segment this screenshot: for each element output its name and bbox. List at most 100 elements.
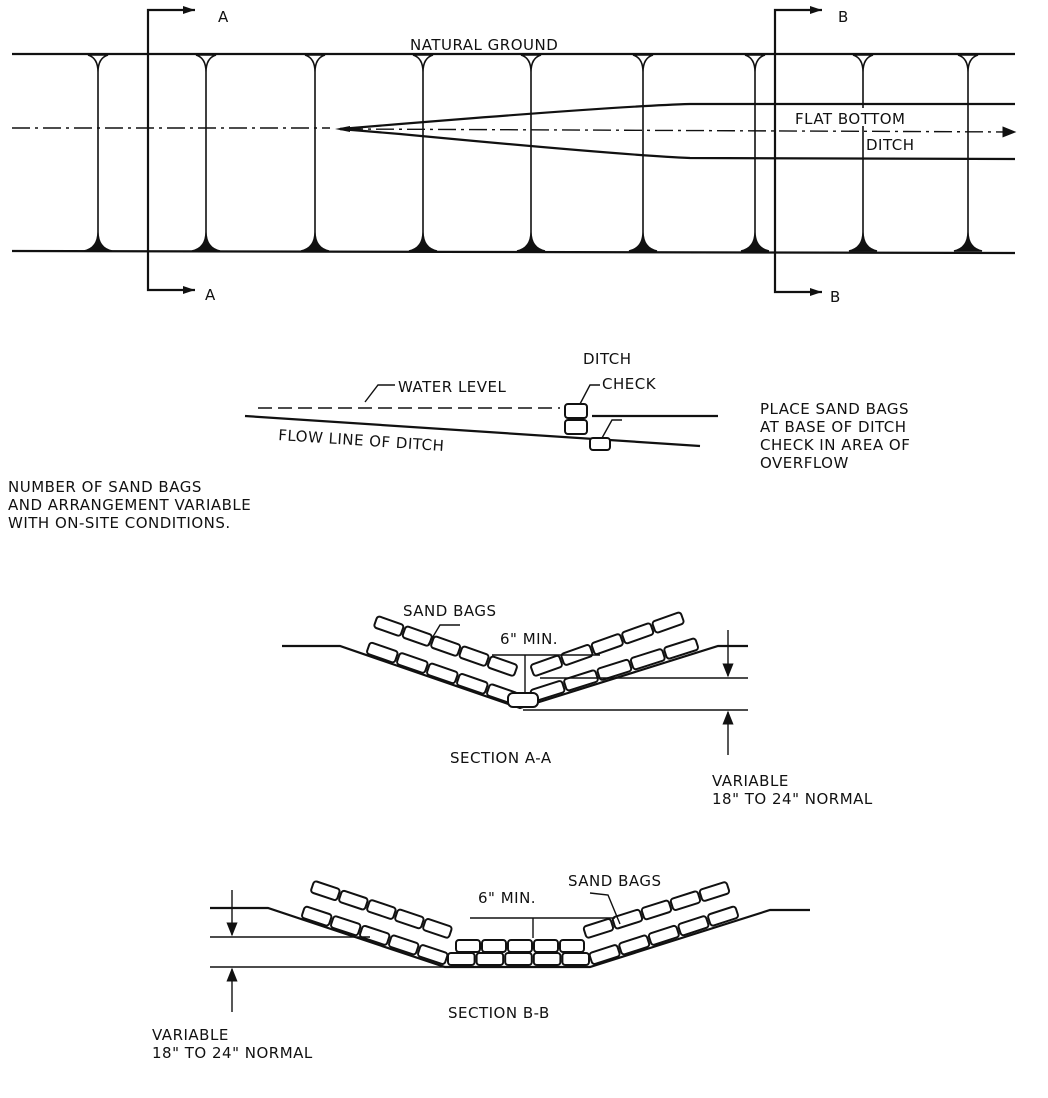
section-b-top-label: B xyxy=(838,8,849,26)
section-a-top-label: A xyxy=(218,8,229,26)
bag-separator xyxy=(83,54,113,252)
section-b-b: SAND BAGS 6" MIN. SECTION B-B VARIABLE 1… xyxy=(152,872,810,1062)
sand-bag xyxy=(588,944,621,965)
min-depth-label: 6" MIN. xyxy=(478,889,536,907)
sand-bag xyxy=(530,654,563,677)
leader xyxy=(579,384,600,405)
leader xyxy=(601,419,622,439)
sand-bag xyxy=(481,939,507,953)
bag-separator xyxy=(191,54,221,252)
sand-bag xyxy=(629,648,666,671)
sand-bag xyxy=(589,437,611,451)
sand-bag xyxy=(388,934,420,956)
sand-bag xyxy=(647,924,680,946)
flow-line-label: FLOW LINE OF DITCH xyxy=(278,426,445,455)
flat-bottom-label: FLAT BOTTOM xyxy=(795,110,906,128)
sand-bag xyxy=(582,918,615,939)
sand-bag xyxy=(447,952,476,966)
leader xyxy=(364,384,395,403)
water-level-label: WATER LEVEL xyxy=(398,378,507,396)
section-line-a xyxy=(146,8,195,292)
sand-bag xyxy=(533,939,559,953)
sand-bag xyxy=(366,899,397,920)
depth-label: 18" TO 24" NORMAL xyxy=(712,790,873,808)
sand-bag xyxy=(373,615,405,637)
sand-bag xyxy=(677,915,710,937)
sand-bag xyxy=(455,939,481,953)
bag-separators xyxy=(83,54,983,252)
sand-bag xyxy=(394,908,425,930)
note-line: AND ARRANGEMENT VARIABLE xyxy=(8,496,251,514)
sand-bags-a xyxy=(366,611,699,708)
natural-ground-label: NATURAL GROUND xyxy=(410,36,558,54)
sand-bag xyxy=(301,905,333,927)
sand-bag xyxy=(422,918,453,939)
bag-separator xyxy=(740,54,770,252)
sand-bag xyxy=(559,939,585,953)
sand-bag xyxy=(507,939,533,953)
ditch-check-label-2: CHECK xyxy=(602,375,657,393)
sand-bag xyxy=(504,952,533,966)
bag-separator xyxy=(953,54,983,252)
sand-bag xyxy=(564,403,588,419)
sand-bag xyxy=(596,658,633,681)
sand-bag xyxy=(564,419,588,435)
sand-bag xyxy=(458,645,490,667)
sand-bag xyxy=(430,635,462,657)
sand-bag xyxy=(396,652,429,674)
section-title: SECTION B-B xyxy=(448,1004,550,1022)
sand-bag xyxy=(611,908,644,930)
sand-bag xyxy=(640,899,673,921)
ditch-label: DITCH xyxy=(866,136,915,154)
ditch-profile xyxy=(210,906,810,969)
sand-bags-label: SAND BAGS xyxy=(403,602,497,620)
sand-bags-label: SAND BAGS xyxy=(568,872,662,890)
note-line: AT BASE OF DITCH xyxy=(760,418,907,436)
sand-bag xyxy=(651,611,685,634)
sand-bag xyxy=(456,673,489,695)
section-a-bottom-label: A xyxy=(205,286,216,304)
sand-bag xyxy=(366,641,399,664)
sand-bag xyxy=(338,889,369,911)
variable-label: VARIABLE xyxy=(152,1026,229,1044)
ditch-edge-top xyxy=(339,102,1015,131)
ditch-edge-bottom xyxy=(339,127,1016,161)
bag-separator xyxy=(408,54,438,252)
bag-separator xyxy=(628,54,658,252)
sand-bag xyxy=(621,622,655,645)
sand-bag xyxy=(417,944,449,965)
sand-bag xyxy=(707,905,739,927)
section-b-bottom-label: B xyxy=(830,288,841,306)
sand-bag xyxy=(401,625,433,647)
note-line: NUMBER OF SAND BAGS xyxy=(8,478,202,496)
bag-separator xyxy=(516,54,546,252)
flow-line xyxy=(244,414,701,448)
sand-bag xyxy=(561,952,591,966)
variable-label: VARIABLE xyxy=(712,772,789,790)
note-line: PLACE SAND BAGS xyxy=(760,400,909,418)
sand-bags-b xyxy=(301,880,739,966)
ditch-check-label-1: DITCH xyxy=(583,350,632,368)
profile-view: WATER LEVEL DITCH CHECK FLOW LINE OF DIT… xyxy=(8,350,910,532)
sand-bag xyxy=(475,952,505,966)
min-depth-label: 6" MIN. xyxy=(500,630,558,648)
note-left: NUMBER OF SAND BAGS AND ARRANGEMENT VARI… xyxy=(8,478,251,532)
sand-bag xyxy=(310,880,341,902)
bag-separator xyxy=(848,54,878,252)
bottom-ground-line xyxy=(11,249,1016,255)
bag-separator xyxy=(300,54,330,252)
plan-view: A A B B NATURAL GROUND FLAT BOTTOM DITCH xyxy=(11,6,1017,306)
sand-bag xyxy=(507,692,539,708)
sand-bag xyxy=(618,934,651,956)
sand-bag xyxy=(698,881,731,902)
section-a-a: SAND BAGS 6" MIN. SECTION A-A VARIABLE 1… xyxy=(282,602,873,808)
sand-bag xyxy=(359,924,391,946)
sand-bag xyxy=(532,952,562,966)
sand-bag xyxy=(669,890,702,911)
centerline-flow-arrow xyxy=(344,126,1017,138)
sand-bag xyxy=(590,633,624,656)
sand-bag xyxy=(663,637,699,660)
depth-label: 18" TO 24" NORMAL xyxy=(152,1044,313,1062)
sand-bag xyxy=(487,655,518,677)
